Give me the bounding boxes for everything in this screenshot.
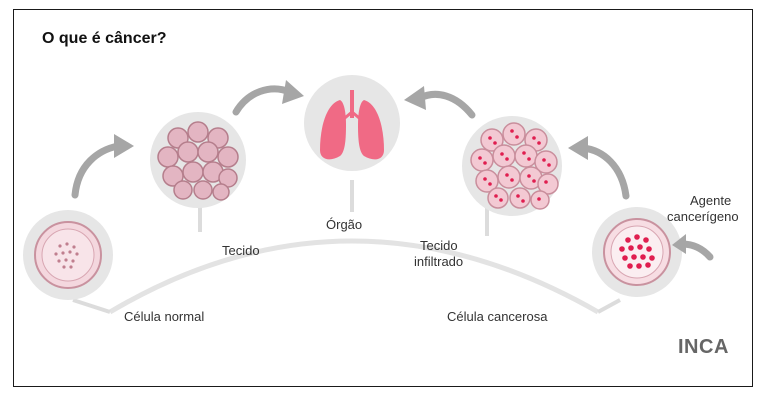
infiltrated-tissue-icon — [470, 122, 559, 210]
label-organ: Órgão — [326, 217, 363, 232]
lungs-icon — [320, 90, 384, 160]
arrow-tissue-to-organ — [232, 85, 294, 116]
connector-normal-cell — [72, 298, 111, 314]
tissue-icon — [157, 121, 239, 201]
label-infiltrated-tissue-line1: Tecido — [420, 238, 458, 253]
label-agent-line1: Agente — [690, 193, 732, 208]
label-tissue: Tecido — [222, 243, 260, 258]
normal-cell-icon — [34, 221, 102, 289]
cancer-cell-icon — [603, 218, 671, 286]
bubble-organ — [304, 75, 400, 171]
connector-cancer-cell — [597, 298, 621, 314]
arrow-cancer-to-infiltrated — [579, 144, 630, 200]
label-infiltrated-tissue-line2: infiltrado — [414, 254, 464, 269]
arrow-infiltrated-to-organ — [416, 90, 476, 119]
inca-logo: INCA — [678, 336, 729, 358]
label-cancer-cell: Célula cancerosa — [447, 309, 548, 324]
diagram-title: O que é câncer? — [42, 30, 167, 47]
label-agent-line2: cancerígeno — [667, 209, 739, 224]
arrow-agent-to-cell — [678, 240, 714, 261]
arrow-cell-to-tissue — [71, 142, 122, 199]
label-normal-cell: Célula normal — [124, 309, 205, 324]
progression-arc — [108, 238, 600, 315]
arrow-heads — [114, 80, 686, 254]
diagram-frame — [13, 9, 753, 387]
